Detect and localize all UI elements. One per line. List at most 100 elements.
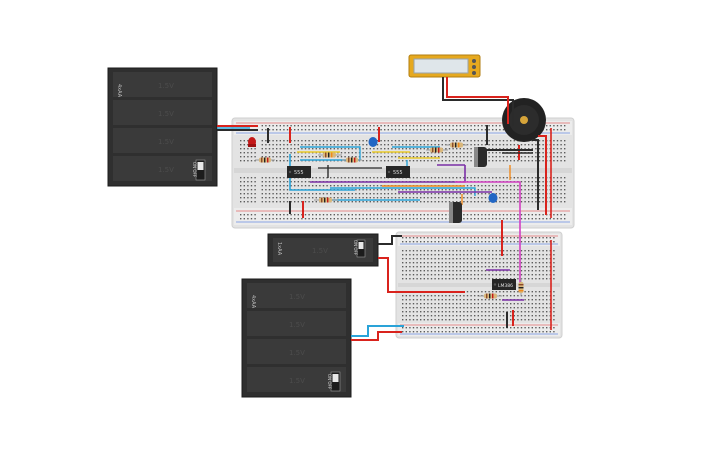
breadboard-hole[interactable] [531,181,533,183]
breadboard-hole[interactable] [272,185,274,187]
battery-pack-1xaa[interactable]: 1.5V 1xAA ON OFF [267,233,379,267]
breadboard-hole[interactable] [427,250,429,252]
breadboard-hole[interactable] [524,319,526,321]
breadboard-hole[interactable] [420,266,422,268]
breadboard-hole[interactable] [268,144,271,146]
breadboard-hole[interactable] [524,181,526,183]
breadboard-hole[interactable] [434,125,436,127]
breadboard-hole[interactable] [250,214,253,216]
breadboard-hole[interactable] [542,315,544,317]
breadboard-hole[interactable] [488,201,490,203]
breadboard-hole[interactable] [416,250,418,252]
breadboard-hole[interactable] [499,331,501,333]
breadboard-hole[interactable] [409,262,411,264]
breadboard-hole[interactable] [459,327,461,329]
breadboard-hole[interactable] [564,189,566,191]
breadboard-hole[interactable] [412,319,415,321]
breadboard-hole[interactable] [430,319,433,321]
breadboard-hole[interactable] [546,311,548,313]
breadboard-hole[interactable] [380,189,382,191]
breadboard-hole[interactable] [553,331,555,333]
breadboard-hole[interactable] [513,193,515,195]
breadboard-hole[interactable] [391,160,393,162]
breadboard-hole[interactable] [438,299,440,301]
breadboard-hole[interactable] [416,262,418,264]
breadboard-hole[interactable] [553,307,555,309]
breadboard-hole[interactable] [495,299,497,301]
breadboard-hole[interactable] [513,177,515,179]
breadboard-hole[interactable] [506,193,508,195]
breadboard-hole[interactable] [427,303,429,305]
breadboard-hole[interactable] [265,197,267,199]
breadboard-hole[interactable] [373,177,375,179]
breadboard-hole[interactable] [477,303,479,305]
breadboard-hole[interactable] [283,129,285,131]
breadboard-hole[interactable] [434,278,436,280]
breadboard-hole[interactable] [276,125,278,127]
breadboard-hole[interactable] [481,177,483,179]
breadboard-hole[interactable] [441,129,443,131]
breadboard-hole[interactable] [448,278,451,280]
wire-blue[interactable] [351,325,404,337]
breadboard-hole[interactable] [430,327,433,329]
breadboard-hole[interactable] [488,262,490,264]
breadboard-hole[interactable] [268,218,271,220]
breadboard-hole[interactable] [283,140,285,142]
breadboard-hole[interactable] [409,160,411,162]
breadboard-hole[interactable] [492,152,494,154]
breadboard-hole[interactable] [546,241,548,243]
breadboard-hole[interactable] [308,181,310,183]
breadboard-hole[interactable] [481,218,483,220]
breadboard-hole[interactable] [247,193,249,195]
breadboard-hole[interactable] [326,129,328,131]
breadboard-hole[interactable] [474,258,476,260]
breadboard-hole[interactable] [272,181,274,183]
breadboard-hole[interactable] [423,152,425,154]
breadboard-hole[interactable] [312,148,314,150]
breadboard-hole[interactable] [261,148,263,150]
breadboard-hole[interactable] [524,327,526,329]
breadboard-hole[interactable] [542,152,544,154]
breadboard-hole[interactable] [520,201,523,203]
breadboard-hole[interactable] [290,193,292,195]
breadboard-hole[interactable] [391,201,393,203]
breadboard-hole[interactable] [358,185,361,187]
breadboard-hole[interactable] [448,319,451,321]
breadboard-hole[interactable] [330,129,332,131]
breadboard-hole[interactable] [531,148,533,150]
breadboard-hole[interactable] [520,270,523,272]
breadboard-hole[interactable] [294,181,296,183]
breadboard-hole[interactable] [528,254,530,256]
breadboard-hole[interactable] [412,201,415,203]
breadboard-hole[interactable] [499,189,501,191]
breadboard-hole[interactable] [502,177,505,179]
breadboard-hole[interactable] [531,201,533,203]
breadboard-hole[interactable] [412,254,415,256]
breadboard-hole[interactable] [438,319,440,321]
breadboard-hole[interactable] [531,295,533,297]
breadboard-hole[interactable] [420,303,422,305]
breadboard-hole[interactable] [445,193,447,195]
breadboard-hole[interactable] [488,156,490,158]
breadboard-hole[interactable] [560,129,562,131]
breadboard-hole[interactable] [535,193,537,195]
breadboard-hole[interactable] [250,148,253,150]
breadboard-hole[interactable] [513,331,515,333]
breadboard-hole[interactable] [294,129,296,131]
breadboard-hole[interactable] [517,214,519,216]
breadboard-hole[interactable] [250,189,253,191]
breadboard-hole[interactable] [412,303,415,305]
breadboard-hole[interactable] [366,189,368,191]
breadboard-hole[interactable] [297,148,299,150]
breadboard-hole[interactable] [351,129,353,131]
breadboard-hole[interactable] [243,160,245,162]
breadboard-hole[interactable] [492,291,494,293]
breadboard-hole[interactable] [528,197,530,199]
breadboard-hole[interactable] [499,193,501,195]
breadboard-hole[interactable] [456,319,458,321]
breadboard-hole[interactable] [477,295,479,297]
breadboard-hole[interactable] [470,299,472,301]
breadboard-hole[interactable] [456,254,458,256]
breadboard-hole[interactable] [474,185,476,187]
breadboard-hole[interactable] [420,254,422,256]
